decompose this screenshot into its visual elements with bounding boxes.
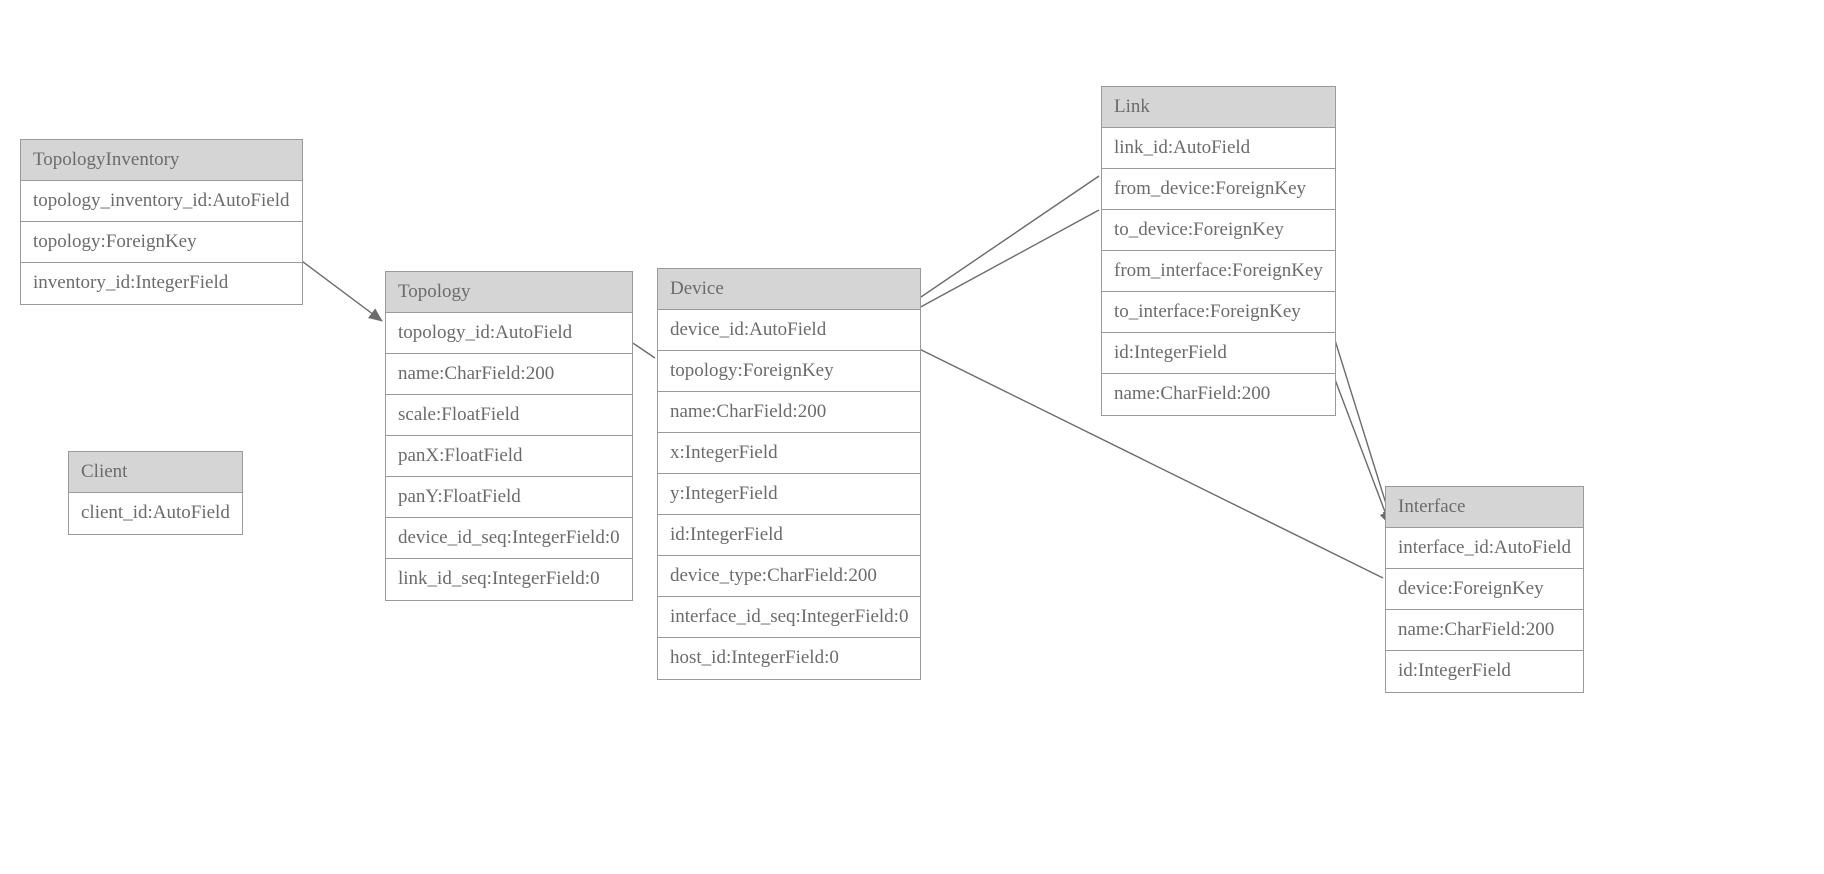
field-row: y:IntegerField <box>658 474 920 515</box>
field-row: inventory_id:IntegerField <box>21 263 302 304</box>
field-row: link_id_seq:IntegerField:0 <box>386 559 632 600</box>
entity-device[interactable]: Device device_id:AutoField topology:Fore… <box>657 268 921 680</box>
entity-topology-inventory[interactable]: TopologyInventory topology_inventory_id:… <box>20 139 303 305</box>
field-row: id:IntegerField <box>1386 651 1583 692</box>
field-row: device:ForeignKey <box>1386 569 1583 610</box>
field-row: id:IntegerField <box>1102 333 1335 374</box>
field-row: name:CharField:200 <box>1102 374 1335 415</box>
entity-title-topology-inventory: TopologyInventory <box>21 140 302 181</box>
field-row: to_interface:ForeignKey <box>1102 292 1335 333</box>
field-row: topology_inventory_id:AutoField <box>21 181 302 222</box>
field-row: host_id:IntegerField:0 <box>658 638 920 679</box>
field-row: panX:FloatField <box>386 436 632 477</box>
field-row: id:IntegerField <box>658 515 920 556</box>
entity-topology[interactable]: Topology topology_id:AutoField name:Char… <box>385 271 633 601</box>
field-row: topology:ForeignKey <box>658 351 920 392</box>
field-row: interface_id:AutoField <box>1386 528 1583 569</box>
field-row: name:CharField:200 <box>1386 610 1583 651</box>
field-row: link_id:AutoField <box>1102 128 1335 169</box>
field-row: scale:FloatField <box>386 395 632 436</box>
entity-title-topology: Topology <box>386 272 632 313</box>
entity-title-link: Link <box>1102 87 1335 128</box>
field-row: client_id:AutoField <box>69 493 242 534</box>
field-row: device_id_seq:IntegerField:0 <box>386 518 632 559</box>
entity-client[interactable]: Client client_id:AutoField <box>68 451 243 535</box>
entity-title-client: Client <box>69 452 242 493</box>
field-row: panY:FloatField <box>386 477 632 518</box>
field-row: from_device:ForeignKey <box>1102 169 1335 210</box>
edge-link-from-device <box>892 175 1100 317</box>
entity-title-interface: Interface <box>1386 487 1583 528</box>
field-row: to_device:ForeignKey <box>1102 210 1335 251</box>
field-row: interface_id_seq:IntegerField:0 <box>658 597 920 638</box>
entity-link[interactable]: Link link_id:AutoField from_device:Forei… <box>1101 86 1336 416</box>
entity-title-device: Device <box>658 269 920 310</box>
entity-interface[interactable]: Interface interface_id:AutoField device:… <box>1385 486 1584 693</box>
field-row: name:CharField:200 <box>386 354 632 395</box>
edge-link-to-device <box>892 209 1100 323</box>
field-row: topology:ForeignKey <box>21 222 302 263</box>
field-row: name:CharField:200 <box>658 392 920 433</box>
field-row: device_id:AutoField <box>658 310 920 351</box>
field-row: from_interface:ForeignKey <box>1102 251 1335 292</box>
field-row: x:IntegerField <box>658 433 920 474</box>
field-row: device_type:CharField:200 <box>658 556 920 597</box>
field-row: topology_id:AutoField <box>386 313 632 354</box>
